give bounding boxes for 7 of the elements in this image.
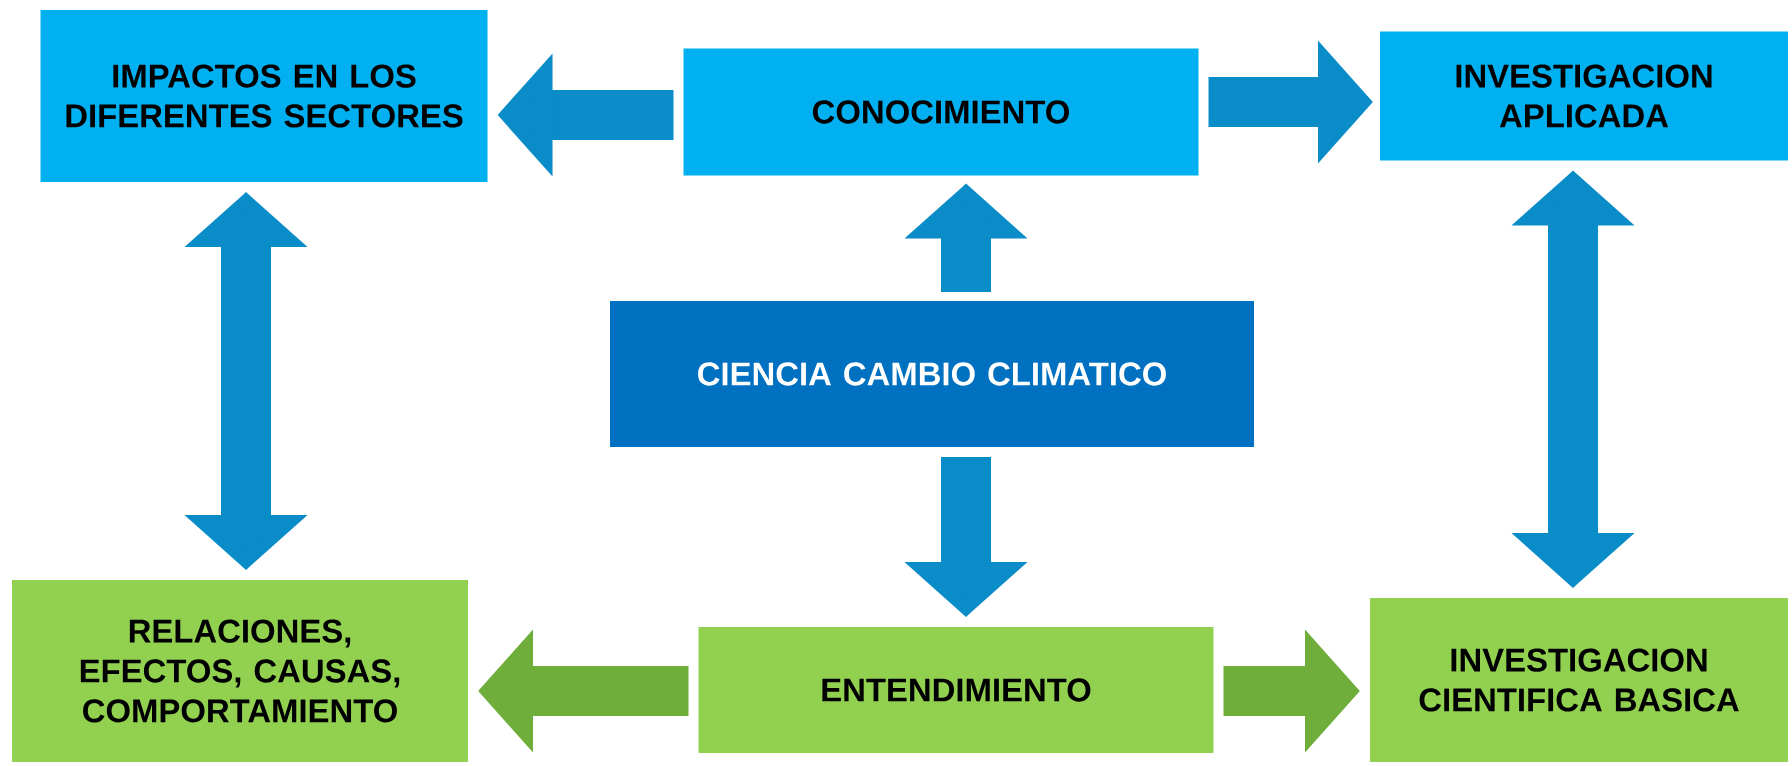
process-box: CONOCIMIENTO: [681, 46, 1201, 178]
process-box: INVESTIGACION CIENTIFICA BASICA: [1368, 596, 1790, 764]
process-box: CIENCIA CAMBIO CLIMATICO: [608, 299, 1256, 449]
process-box: INVESTIGACION APLICADA: [1378, 29, 1790, 163]
process-box: IMPACTOS EN LOS DIFERENTES SECTORES: [38, 8, 490, 184]
process-box: ENTENDIMIENTO: [696, 625, 1216, 755]
process-box: RELACIONES, EFECTOS, CAUSAS, COMPORTAMIENTO: [10, 578, 470, 764]
